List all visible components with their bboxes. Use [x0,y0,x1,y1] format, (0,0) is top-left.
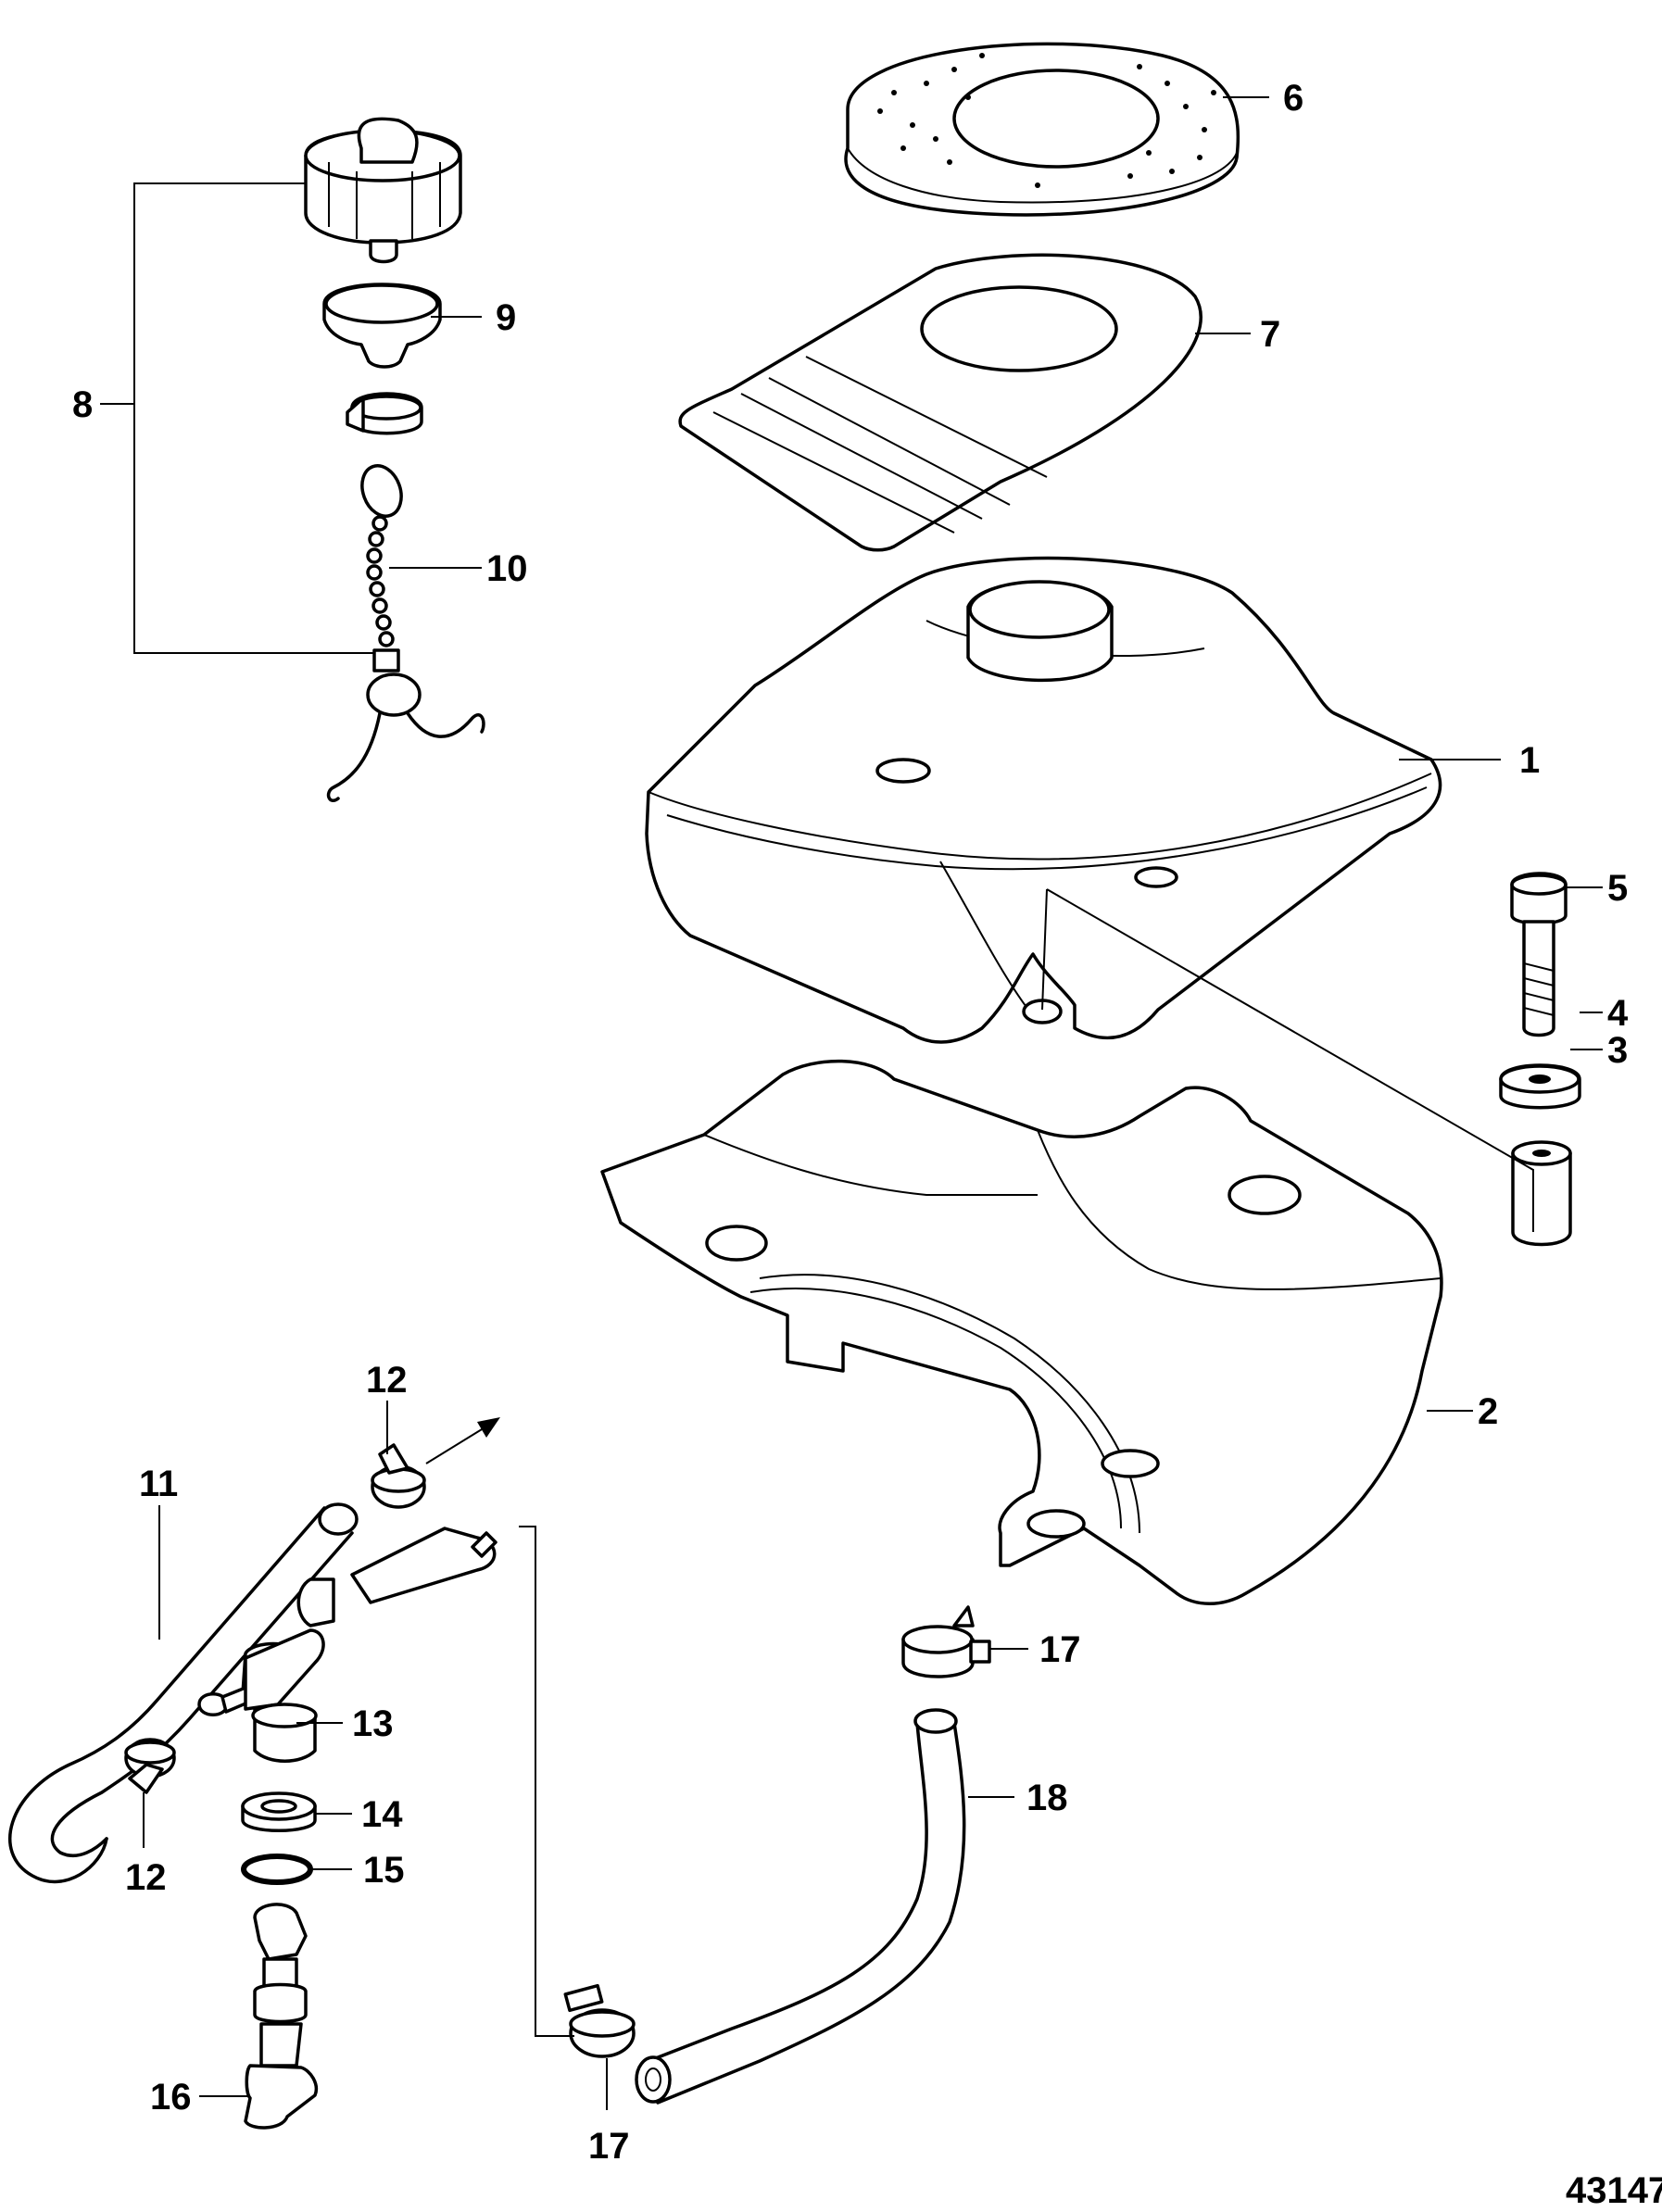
callout-18: 18 [1026,1778,1068,1818]
callout-17-lower: 17 [588,2126,630,2167]
hose-clip-upper [371,1443,426,1509]
callout-17-upper: 17 [1039,1629,1081,1670]
screw [1510,872,1568,1037]
callout-2: 2 [1478,1391,1498,1432]
tether-clip [346,392,423,435]
leader-8-bracket [133,182,374,654]
direction-arrow [425,1417,500,1464]
decal [678,253,1202,552]
callout-16: 16 [150,2077,192,2118]
callout-5: 5 [1607,868,1628,909]
o-ring [241,1854,313,1885]
callout-15: 15 [363,1850,405,1891]
seal [241,1791,317,1832]
fuel-tank-bottom [600,1059,1443,1605]
leader-lines [100,96,1603,2110]
fuel-connector [197,1527,497,1763]
callout-8: 8 [72,384,93,425]
callout-6: 6 [1283,78,1303,119]
foam-pad [844,42,1240,217]
fuel-tank-top [645,556,1442,1044]
callout-14: 14 [361,1794,403,1835]
callout-10: 10 [486,548,528,589]
fuel-cap-gasket [322,283,442,369]
washer [1499,1063,1581,1110]
figure-number: 43147 [1566,2170,1662,2211]
fuel-hose [635,1708,966,2105]
callout-labels: 1 2 3 4 5 6 7 8 9 10 11 12 12 13 14 15 1… [72,78,1629,2167]
hose-clamp-upper [901,1605,991,1678]
callout-12-upper: 12 [366,1360,408,1401]
callout-3: 3 [1607,1030,1628,1071]
hose-clip-lower [124,1738,176,1794]
callout-11: 11 [139,1464,178,1504]
hose-clamp-lower [563,1983,636,2058]
callout-9: 9 [496,297,516,338]
spacer [1511,1140,1572,1247]
tether-chain [326,464,485,802]
callout-1: 1 [1519,740,1540,781]
fuel-fitting [244,1903,318,2130]
callout-12-lower: 12 [125,1857,167,1898]
callout-13: 13 [352,1703,394,1744]
callout-7: 7 [1260,314,1280,355]
callout-4: 4 [1607,993,1629,1034]
fuel-cap [304,117,462,264]
